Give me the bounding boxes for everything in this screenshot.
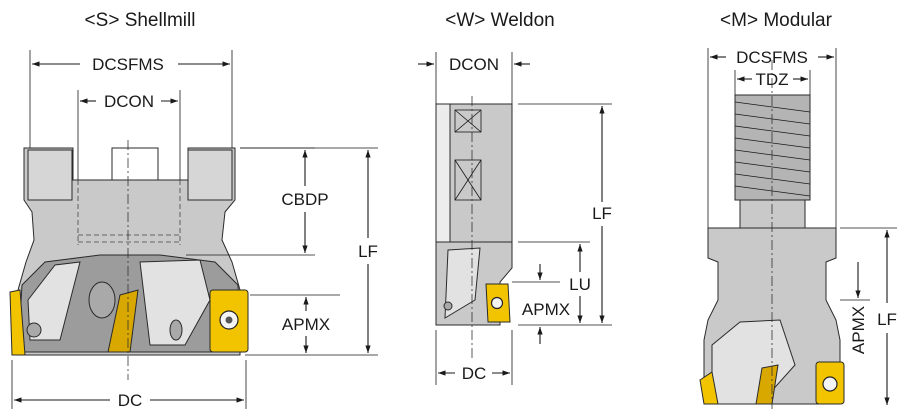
- shellmill-screw-torx: [225, 316, 233, 324]
- shellmill-flange-right: [187, 149, 233, 201]
- shellmill-cbdp-label: CBDP: [281, 190, 328, 209]
- modular-thread-lines: [734, 101, 811, 197]
- shellmill-chip-pocket-2: [139, 259, 211, 346]
- shellmill-dcsfms-label: DCSFMS: [92, 55, 164, 74]
- shellmill-dc-label: DC: [118, 391, 143, 409]
- weldon-lf-label: LF: [592, 204, 612, 223]
- modular-insert-screw: [822, 376, 838, 392]
- weldon-insert-screw: [490, 296, 504, 310]
- modular-view: <M> Modular DCSFMS TDZ LF APMX: [699, 10, 897, 409]
- weldon-lu-label: LU: [569, 275, 591, 294]
- modular-insert-left: [699, 371, 719, 405]
- shellmill-dcon-label: DCON: [104, 92, 154, 111]
- shellmill-coolant-hole: [88, 281, 116, 319]
- shellmill-title: <S> Shellmill: [85, 10, 196, 31]
- shellmill-view: <S> Shellmill DCSFMS: [9, 10, 378, 409]
- modular-title: <M> Modular: [720, 10, 833, 31]
- shellmill-insert-center: [107, 289, 139, 353]
- modular-tdz-label: TDZ: [755, 70, 788, 89]
- modular-apmx-label: APMX: [849, 306, 868, 354]
- shellmill-coolant-hole-2: [169, 319, 183, 341]
- weldon-title: <W> Weldon: [445, 10, 554, 31]
- weldon-view: <W> Weldon DCON LF LU: [418, 10, 612, 385]
- weldon-shank-highlight: [435, 103, 451, 243]
- shellmill-lf-label: LF: [358, 242, 378, 261]
- shellmill-screw: [26, 322, 42, 338]
- weldon-screw: [443, 301, 453, 311]
- shellmill-apmx-label: APMX: [282, 315, 330, 334]
- modular-lf-label: LF: [877, 310, 897, 329]
- shellmill-slot: [111, 147, 159, 181]
- modular-neck: [739, 199, 806, 229]
- weldon-dc-label: DC: [462, 364, 487, 383]
- modular-dcsfms-label: DCSFMS: [736, 48, 808, 67]
- weldon-dcon-label: DCON: [449, 55, 499, 74]
- shellmill-insert-left: [9, 289, 26, 356]
- shellmill-flange-left: [27, 149, 73, 201]
- weldon-flute: [444, 247, 481, 319]
- weldon-apmx-label: APMX: [522, 300, 570, 319]
